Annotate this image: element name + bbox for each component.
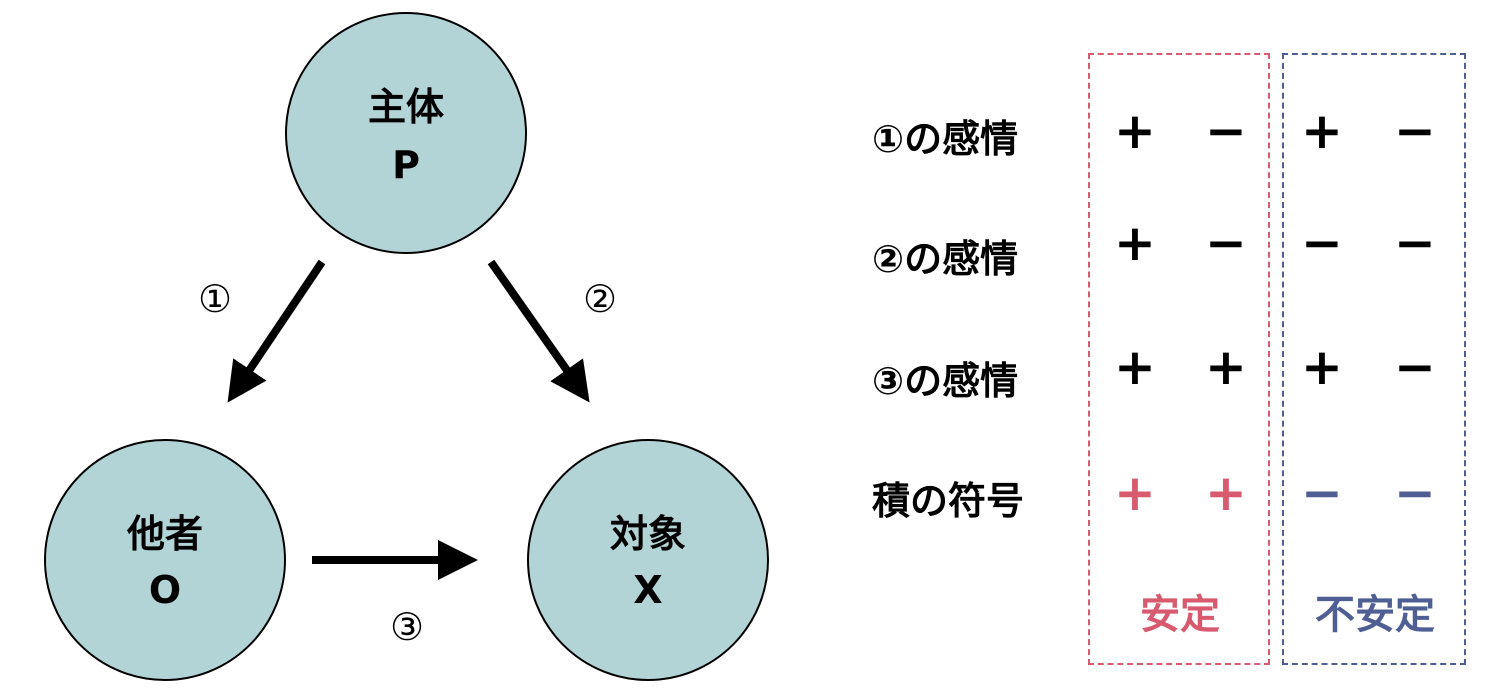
stable-group-box (1088, 53, 1270, 665)
node-subject-p: 主体 P (285, 12, 527, 254)
edge-label-3: ③ (390, 605, 424, 649)
sign-cell: + (1114, 214, 1156, 272)
node-o-name: 他者 (126, 512, 203, 556)
sign-cell: − (1394, 214, 1436, 272)
node-p-name: 主体 (368, 85, 444, 129)
unstable-label: 不安定 (1315, 592, 1435, 638)
sign-cell: − (1394, 338, 1436, 396)
sign-cell: − (1394, 102, 1436, 160)
node-object-x: 対象 X (527, 439, 769, 681)
sign-cell: + (1205, 338, 1247, 396)
product-sign-cell: − (1301, 464, 1343, 522)
node-p-symbol: P (392, 143, 420, 187)
edge-label-1: ① (198, 277, 232, 321)
triad-diagram: 主体 P 他者 O 対象 X ① ② ③ (44, 12, 769, 681)
sign-cell: + (1114, 102, 1156, 160)
sign-cell: − (1205, 214, 1247, 272)
sign-cell: + (1114, 338, 1156, 396)
node-o-symbol: O (149, 568, 181, 612)
sign-cell: + (1301, 102, 1343, 160)
edge-label-2: ② (583, 277, 617, 321)
row-label-product-sign: 積の符号 (872, 479, 1025, 523)
product-sign-cell: + (1114, 464, 1156, 522)
arrow-p-to-x (487, 259, 590, 403)
product-sign-cell: + (1205, 464, 1247, 522)
node-x-symbol: X (633, 568, 662, 612)
product-sign-cell: − (1394, 464, 1436, 522)
node-other-o: 他者 O (44, 439, 286, 681)
node-x-name: 対象 (610, 512, 686, 556)
sign-cell: − (1301, 214, 1343, 272)
sign-cell: + (1301, 338, 1343, 396)
row-label-feeling-3: ③の感情 (872, 359, 1019, 403)
sign-cell: − (1205, 102, 1247, 160)
stable-label: 安定 (1140, 592, 1220, 638)
arrow-p-to-o (227, 259, 326, 403)
row-label-feeling-2: ②の感情 (872, 237, 1019, 281)
row-label-feeling-1: ①の感情 (872, 117, 1019, 161)
unstable-group-box (1282, 53, 1466, 665)
